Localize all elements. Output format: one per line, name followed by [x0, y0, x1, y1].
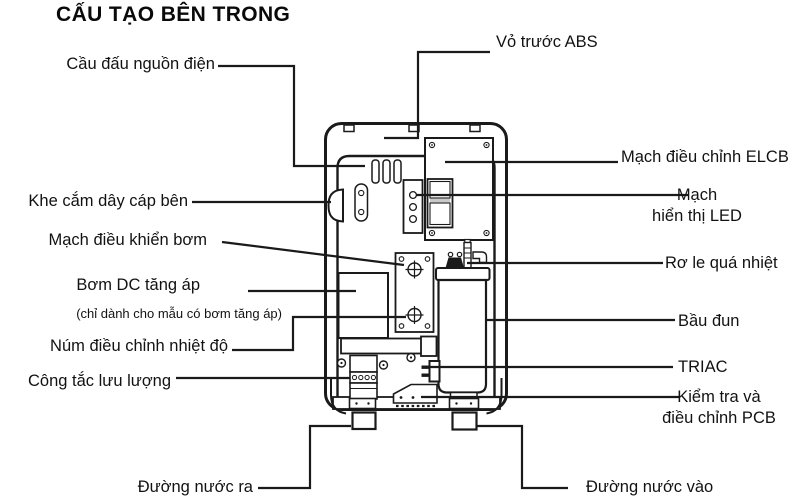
label-heating-tank: Bầu đun: [678, 312, 740, 330]
label-pcb-check-line1: Kiểm tra và: [677, 388, 761, 406]
label-dc-pump-note: (chỉ dành cho mẫu có bơm tăng áp): [76, 306, 282, 321]
pointer-temp-knob: [232, 315, 406, 352]
label-side-cable-slot: Khe cắm dây cáp bên: [28, 192, 188, 210]
pointer-pump-control-board: [221, 240, 405, 267]
water-inlet-nozzle: [451, 411, 478, 431]
water-outlet-nozzle: [351, 411, 377, 431]
label-pump-control-board: Mạch điều khiển bơm: [48, 231, 207, 249]
label-front-cover: Vỏ trước ABS: [496, 33, 598, 51]
label-dc-pump: Bơm DC tăng áp: [76, 276, 200, 294]
pointer-water-outlet: [258, 424, 351, 490]
label-led-display-line1: Mạch: [676, 186, 718, 204]
overheat-relay-shape: [445, 257, 464, 268]
label-temp-knob: Núm điều chỉnh nhiệt độ: [50, 337, 228, 355]
mount-pill: [354, 183, 369, 222]
pointer-front-cover: [384, 50, 490, 140]
pointer-power-terminal: [218, 64, 365, 168]
label-water-outlet: Đường nước ra: [137, 478, 253, 496]
label-overheat-relay: Rơ le quá nhiệt: [665, 254, 778, 272]
pointer-water-inlet: [477, 424, 568, 490]
dc-pump-drawing: [337, 272, 389, 339]
power-terminal-slots: [371, 159, 402, 184]
label-water-inlet: Đường nước vào: [586, 478, 714, 496]
chassis-drawing: [336, 335, 438, 370]
label-led-display-line2: hiển thị LED: [652, 207, 742, 225]
diagram-title: CẤU TẠO BÊN TRONG: [56, 3, 291, 26]
bottom-assembly-drawing: [348, 383, 480, 431]
led-board-drawing: [402, 178, 454, 234]
tank-drawing: [435, 238, 491, 394]
adjust-pcb-shape: [392, 383, 438, 404]
flow-switch-drawing: [349, 354, 378, 400]
label-triac: TRIAC: [678, 358, 728, 376]
pump-control-board-drawing: [394, 252, 435, 333]
label-led-display: Mạch hiển thị LED: [641, 185, 753, 227]
label-power-terminal: Cầu đấu nguồn điện: [66, 55, 215, 73]
pointer-lines: [176, 50, 688, 490]
label-pcb-check-line2: điều chỉnh PCB: [662, 409, 776, 427]
label-elcb-board: Mạch điều chỉnh ELCB: [621, 148, 789, 166]
label-flow-switch: Công tắc lưu lượng: [28, 372, 171, 390]
side-cable-slot-shape: [327, 188, 344, 223]
label-pcb-check: Kiểm tra và điều chỉnh PCB: [648, 387, 790, 429]
